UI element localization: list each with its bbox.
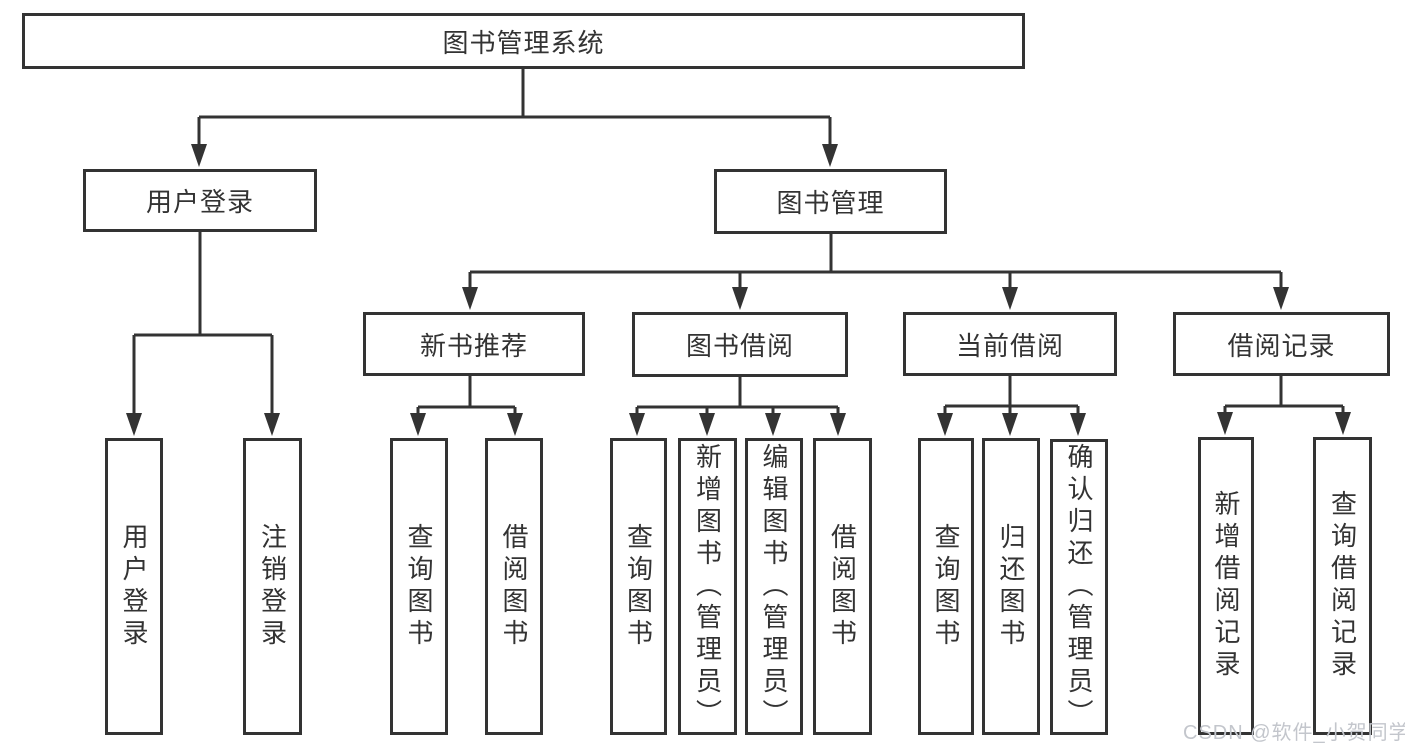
arrow-down-icon	[1002, 287, 1018, 310]
leaf-label: 编辑图书（管理员）	[759, 442, 789, 731]
arrow-down-icon	[410, 413, 426, 436]
leaf-label: 借阅图书	[827, 522, 858, 651]
arrow-group-user-login	[126, 231, 280, 436]
node-label: 图书管理	[776, 188, 885, 218]
arrow-group-book-management	[462, 233, 1289, 310]
leaf-query-book-current: 查询图书	[918, 438, 974, 735]
watermark: CSDN @软件_小贺同学	[1183, 722, 1405, 744]
leaf-query-book-borrow: 查询图书	[610, 438, 667, 735]
leaf-add-borrow-record: 新增借阅记录	[1198, 437, 1254, 735]
node-label: 新书推荐	[419, 330, 528, 361]
leaf-label: 用户登录	[119, 522, 149, 651]
leaf-label: 查询图书	[404, 522, 434, 651]
leaf-label: 确认归还（管理员）	[1064, 443, 1094, 731]
arrow-down-icon	[507, 413, 523, 436]
arrow-down-icon	[765, 413, 781, 436]
arrow-down-icon	[1273, 287, 1289, 310]
leaf-confirm-return-admin: 确认归还（管理员）	[1050, 439, 1108, 735]
arrow-down-icon	[1335, 412, 1351, 435]
arrow-group-borrow-record	[1217, 375, 1351, 435]
arrow-group-new-book-recommend	[410, 375, 523, 436]
arrow-down-icon	[830, 413, 846, 436]
arrow-down-icon	[629, 413, 645, 436]
arrow-down-icon	[462, 287, 478, 310]
node-current-borrow: 当前借阅	[903, 312, 1117, 376]
arrow-down-icon	[191, 144, 207, 167]
arrow-down-icon	[822, 144, 838, 167]
arrow-down-icon	[1070, 413, 1086, 436]
leaf-label: 新增借阅记录	[1211, 490, 1241, 682]
node-book-management: 图书管理	[714, 169, 947, 234]
leaf-add-book-admin: 新增图书（管理员）	[678, 438, 737, 735]
node-label: 借阅记录	[1227, 330, 1336, 361]
leaf-query-borrow-record: 查询借阅记录	[1313, 437, 1372, 735]
node-root-label: 图书管理系统	[442, 27, 605, 58]
leaf-logout: 注销登录	[243, 438, 302, 735]
leaf-label: 查询图书	[623, 522, 654, 651]
node-root: 图书管理系统	[22, 13, 1025, 69]
leaf-query-book-recommend: 查询图书	[390, 438, 448, 735]
leaf-label: 新增图书（管理员）	[692, 442, 723, 731]
arrow-group-book-borrow	[629, 376, 846, 436]
node-new-book-recommend: 新书推荐	[363, 312, 585, 376]
node-label: 用户登录	[145, 187, 254, 217]
node-label: 当前借阅	[955, 330, 1064, 361]
leaf-edit-book-admin: 编辑图书（管理员）	[745, 438, 803, 735]
leaf-return-book: 归还图书	[982, 438, 1040, 735]
arrow-down-icon	[264, 413, 280, 436]
leaf-user-login: 用户登录	[105, 438, 163, 735]
node-label: 图书借阅	[685, 331, 794, 361]
arrow-down-icon	[699, 413, 715, 436]
arrow-down-icon	[1002, 413, 1018, 436]
leaf-borrow-book-recommend: 借阅图书	[485, 438, 543, 735]
arrow-down-icon	[126, 413, 142, 436]
leaf-borrow-book: 借阅图书	[813, 438, 872, 735]
leaf-label: 归还图书	[996, 522, 1026, 651]
leaf-label: 借阅图书	[499, 522, 529, 651]
leaf-label: 注销登录	[257, 522, 288, 651]
arrow-down-icon	[937, 413, 953, 436]
node-borrow-record: 借阅记录	[1173, 312, 1390, 376]
node-book-borrow: 图书借阅	[632, 312, 848, 377]
arrow-down-icon	[732, 287, 748, 310]
leaf-label: 查询借阅记录	[1327, 490, 1358, 682]
node-user-login: 用户登录	[83, 169, 317, 232]
arrow-group-current-borrow	[937, 375, 1086, 436]
arrow-group-root	[191, 68, 838, 167]
arrow-down-icon	[1217, 412, 1233, 435]
leaf-label: 查询图书	[931, 522, 961, 651]
